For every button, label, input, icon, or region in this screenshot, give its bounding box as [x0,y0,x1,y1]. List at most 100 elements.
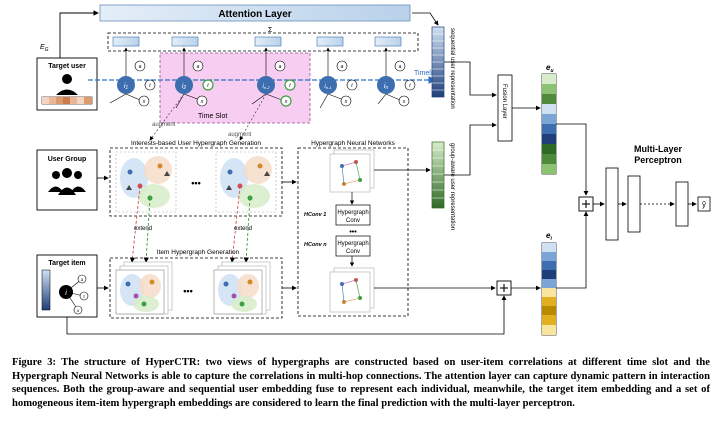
target-item-embedding-bar [41,269,51,311]
user-group-label: User Group [48,156,87,163]
eg-sub: G [45,47,49,53]
attr-t-2: t [202,79,214,91]
attr-x-n-1: x [340,95,352,107]
svg-text:x: x [402,99,406,105]
svg-text:t: t [351,83,353,89]
mlp-layer-2 [627,175,641,233]
attr-a-2: a [192,60,204,72]
svg-text:a: a [139,64,142,70]
svg-text:a: a [399,64,402,70]
user-hg-ellipsis: ••• [191,178,200,188]
hconv1-label: HConv 1 [304,212,326,218]
sequence-node-n-1: in-1 [319,76,337,94]
attr-a-n-2: a [274,60,286,72]
user-icon [56,74,78,95]
user-hypergraph-2 [215,151,277,213]
target-user-embedding-bar [41,96,93,105]
attr-x-2: x [196,95,208,107]
architecture-figure: Attention Layer Σ EG Target user Time Sl… [36,4,711,336]
fusion-sum-node [578,196,594,212]
ei-embedding-cells [542,243,556,335]
attention-layer-box [99,4,411,22]
svg-text:in: in [384,83,389,91]
group-aware-embedding [431,141,445,209]
extend-label-2: extend [234,226,252,232]
attention-sum-formula: Σ [268,27,273,34]
item-attr-a: a [81,277,84,282]
user-group-box [36,149,98,211]
augment-label-1: augment [152,122,176,128]
fusion-layer-label: Fusion Layer [501,84,507,119]
svg-text:a: a [279,64,282,70]
hgnn-output-stack [329,267,375,313]
user-hypergraph-1 [115,151,177,213]
svg-text:x: x [200,99,204,105]
attr-x-n: x [398,95,410,107]
hconv-ellipsis: ••• [349,229,357,236]
svg-text:a: a [197,64,200,70]
svg-text:i2: i2 [182,83,187,91]
target-user-label: Target user [48,63,86,70]
hconv1-text-1: Hypergraph [337,210,368,216]
svg-text:t: t [289,83,291,89]
item-hypergraph-2 [213,261,271,315]
eu-embedding-cells [542,74,556,174]
attr-t-n-2: t [284,79,296,91]
svg-text:eu: eu [546,63,554,74]
svg-text:in-2: in-2 [262,84,270,90]
hconvn-text-1: Hypergraph [337,241,368,247]
item-hg-ellipsis: ••• [183,286,192,296]
ei-label: e [546,231,551,240]
sequence-node-n-2: in-2 [257,76,275,94]
attr-x-1: x [138,95,150,107]
attr-a-1: a [134,60,146,72]
group-aware-rep-label: group-aware user representation [449,143,455,230]
timeline-label: Timeline [414,70,440,77]
mlp-title-2: Perceptron [634,155,682,165]
item-hypergraph-1 [115,261,173,315]
hconvn-label: HConv n [304,242,327,248]
item-attr-x: x [76,308,80,313]
hgnn-label: Hypergraph Neural Networks [311,140,396,147]
y-hat-label: ŷ [702,200,706,209]
hgnn-box [297,147,409,317]
mlp-layer-1 [605,167,619,241]
mlp-title-1: Multi-Layer [634,144,683,154]
user-group-icon [48,168,86,195]
target-item-graph: i a t x [59,274,89,315]
attr-x-n-2: x [280,95,292,107]
hconv1-box [335,204,371,226]
svg-text:x: x [344,99,348,105]
svg-text:x: x [142,99,146,105]
svg-text:ei: ei [546,231,552,242]
attr-t-n-1: t [346,79,358,91]
ei-sub: i [550,236,552,242]
target-item-label: Target item [48,260,85,267]
attention-layer-label: Attention Layer [218,9,291,20]
eg-label: E [40,44,45,51]
figure-caption: Figure 3: The structure of HyperCTR: two… [12,357,710,409]
attr-t-1: t [144,79,156,91]
svg-text:EG: EG [40,44,49,53]
item-attr-t: t [83,294,85,299]
item-hypergraph-label: Item Hypergraph Generation [157,249,240,256]
eu-label: e [546,63,551,72]
svg-text:t: t [149,83,151,89]
hconvn-box [335,235,371,257]
sequence-node-1: i1 [117,76,135,94]
svg-text:x: x [284,99,288,105]
mlp-layer-3 [675,181,689,227]
hconv1-text-2: Conv [346,218,360,224]
sequence-embeddings-box [107,32,419,52]
user-hypergraph-label: Interests-based User Hypergraph Generati… [131,140,261,147]
svg-text:in-1: in-1 [324,84,331,90]
sequence-node-2: i2 [175,76,193,94]
sequence-node-n: in [377,76,395,94]
target-item-node-label: i [65,290,67,297]
item-sum-node [496,280,512,296]
eu-sub: u [550,68,553,74]
attr-a-n-1: a [336,60,348,72]
extend-label-1: extend [134,226,152,232]
output-box [697,196,711,212]
sequential-rep-label: sequential user representation [449,28,455,109]
